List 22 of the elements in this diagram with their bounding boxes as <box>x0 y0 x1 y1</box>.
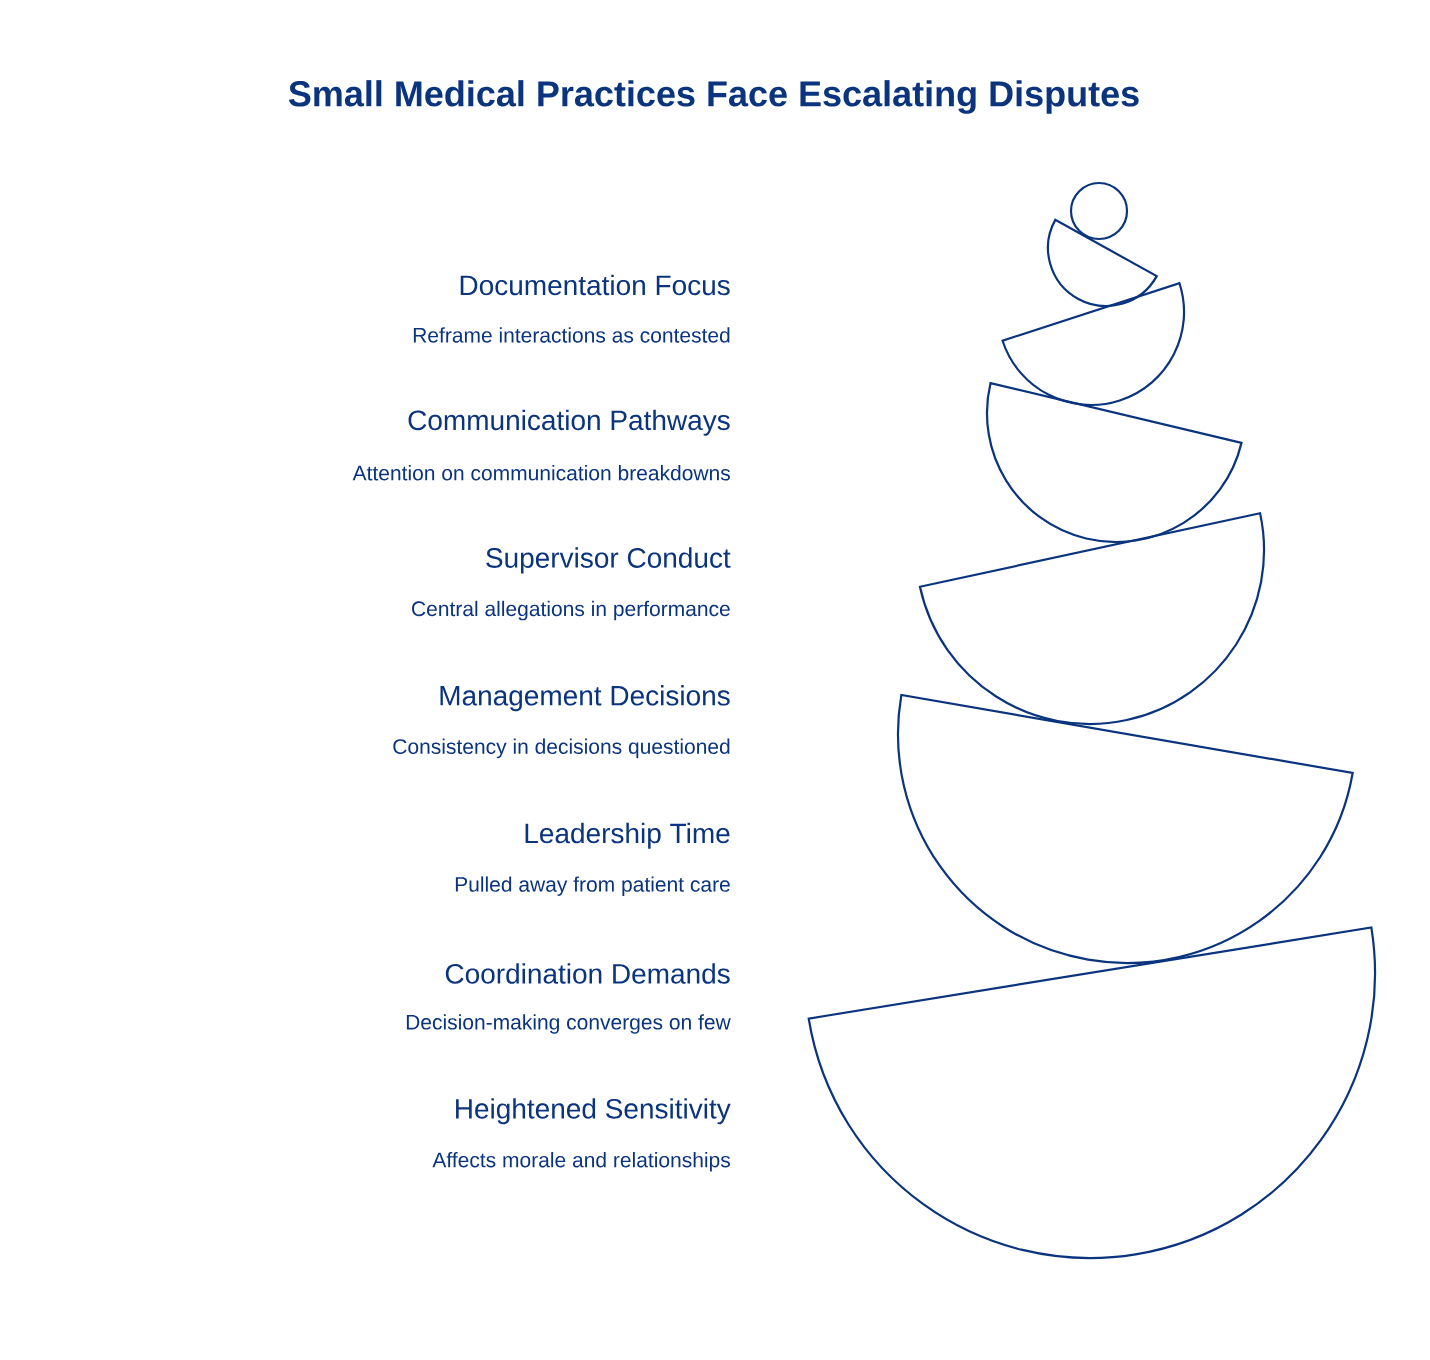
item-heading: Management Decisions <box>440 685 730 712</box>
item-heading: Supervisor Conduct <box>486 547 731 574</box>
bowl-shape <box>918 512 1265 725</box>
item-heading: Leadership Time <box>525 822 730 849</box>
item-description: Pulled away from patient care <box>455 876 730 896</box>
item-description: Reframe interactions as contested <box>413 327 730 343</box>
item-description: Affects morale and relationships <box>432 1152 730 1172</box>
title: Small Medical Practices Face Escalating Disputes <box>288 80 1139 114</box>
item-heading: Communication Pathways <box>408 409 730 436</box>
item-description: Central allegations in performance <box>412 600 730 621</box>
bowl-shape <box>985 382 1243 544</box>
item-heading: Documentation Focus <box>460 274 730 296</box>
item-description: Attention on communication breakdowns <box>352 465 730 481</box>
bowl-shape <box>897 693 1354 964</box>
item-description: Consistency in decisions questioned <box>393 738 730 759</box>
bowl-shape <box>807 926 1377 1260</box>
circle-shape <box>1069 181 1129 241</box>
bowl-shape <box>1001 282 1186 406</box>
item-heading: Heightened Sensitivity <box>456 1098 731 1125</box>
item-description: Decision-making converges on few <box>406 1014 731 1034</box>
item-heading: Coordination Demands <box>445 963 730 984</box>
bowl-shape <box>1046 218 1158 308</box>
